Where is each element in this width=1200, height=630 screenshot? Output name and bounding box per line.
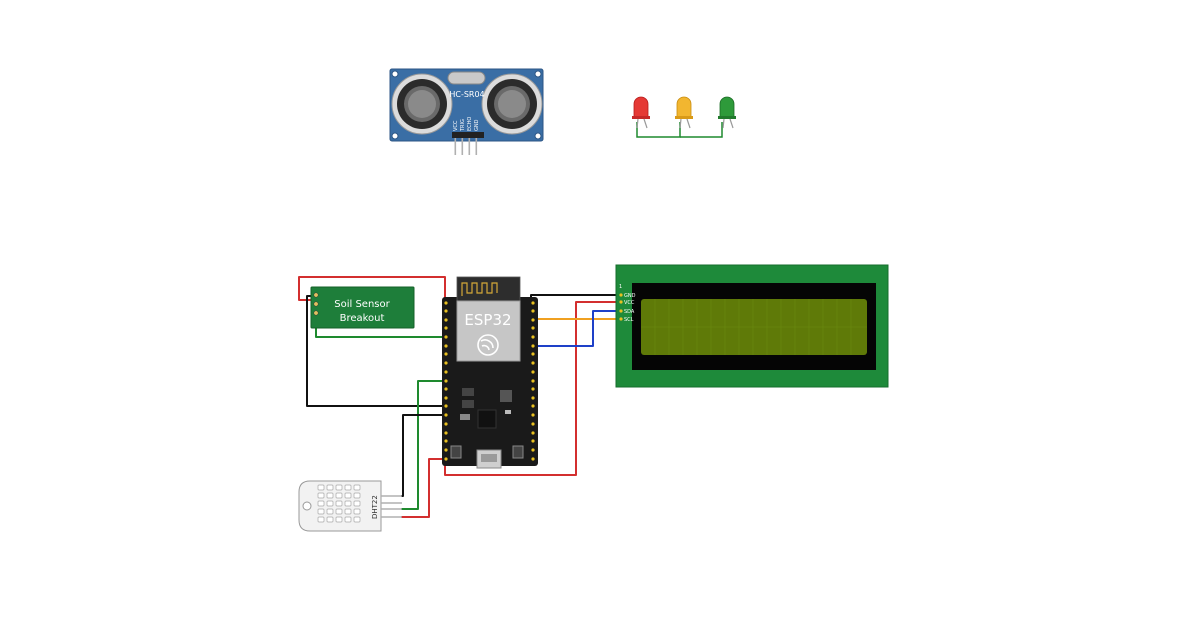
dht22-label: DHT22	[371, 495, 379, 519]
soil-sensor-breakout[interactable]: Soil Sensor Breakout	[310, 286, 415, 329]
hcsr04-pin-vcc-label: VCC	[453, 120, 459, 131]
wire-dht-vcc[interactable]	[401, 458, 445, 518]
lcd-pin-scl-label: SCL	[624, 317, 634, 323]
lcd-pin1-marker: 1	[619, 284, 622, 290]
esp32-board[interactable]: ESP32	[442, 276, 538, 469]
led-group[interactable]	[632, 96, 736, 138]
dht22-sensor[interactable]: DHT22	[298, 480, 402, 532]
wire-soil-gnd[interactable]	[306, 295, 445, 407]
wire-lcd-vcc[interactable]	[444, 301, 620, 476]
transducer-left	[391, 73, 453, 135]
red-led[interactable]	[632, 96, 650, 129]
esp32-left-pins[interactable]	[444, 301, 448, 461]
dht22-grille	[317, 484, 361, 523]
lcd-pin-gnd-label: GND	[624, 293, 636, 299]
transducer-right	[481, 73, 543, 135]
wire-dht-signal[interactable]	[401, 380, 445, 510]
wires[interactable]	[298, 276, 620, 518]
en-button[interactable]	[512, 445, 524, 459]
lcd-pin-sda-label: SDA	[624, 309, 635, 315]
wire-lcd-scl[interactable]	[531, 310, 620, 347]
lcd-pin-vcc-label: VCC	[624, 300, 635, 306]
wire-dht-gnd[interactable]	[401, 414, 445, 497]
espressif-logo-icon	[477, 334, 499, 356]
hcsr04-label: HC-SR04	[449, 90, 484, 99]
wire-soil-vcc[interactable]	[298, 276, 446, 303]
esp32-label: ESP32	[464, 311, 511, 329]
yellow-led[interactable]	[675, 96, 693, 129]
boot-button[interactable]	[450, 445, 462, 459]
green-led[interactable]	[718, 96, 736, 129]
lcd-pins[interactable]	[619, 293, 623, 321]
esp32-right-pins[interactable]	[531, 301, 535, 461]
soil-sensor-label-line1: Soil Sensor	[334, 299, 390, 310]
hcsr04-pin-gnd-label: GND	[474, 119, 480, 131]
hcsr04-pin-echo-label: ECHO	[467, 117, 473, 131]
lcd-display[interactable]: 1 GND VCC SDA SCL	[615, 264, 889, 388]
hcsr04-header-pins[interactable]	[452, 132, 484, 155]
soil-sensor-label-line2: Breakout	[340, 313, 385, 324]
dht22-pins[interactable]	[381, 495, 402, 518]
hcsr04-sensor[interactable]: HC-SR04 VCC TRIG ECHO GND	[389, 68, 544, 155]
hcsr04-pin-trig-label: TRIG	[460, 119, 466, 132]
